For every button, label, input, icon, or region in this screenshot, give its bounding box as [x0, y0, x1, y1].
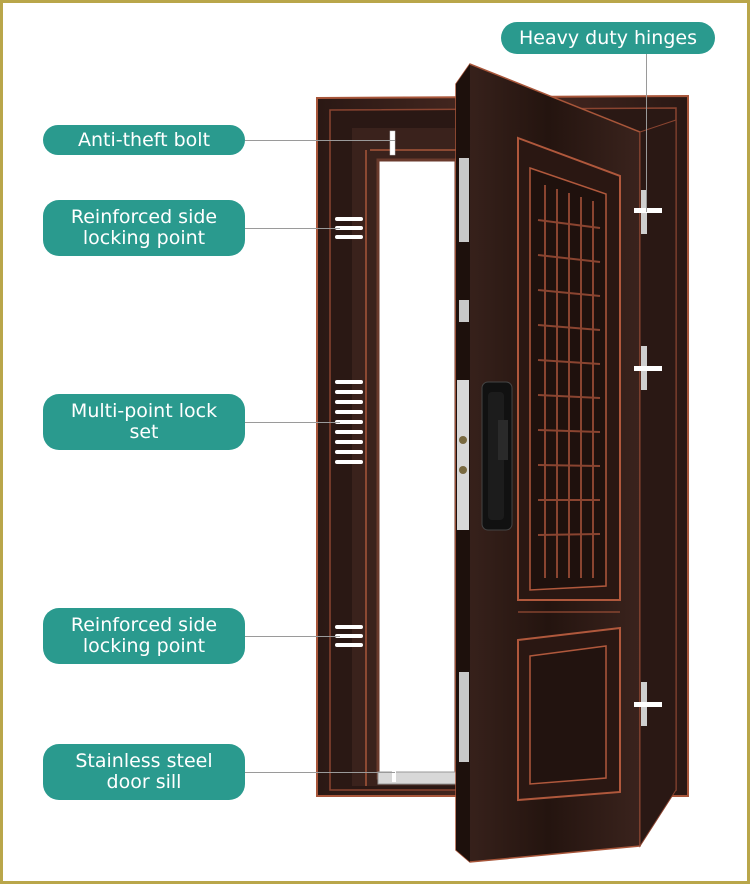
door-sill: [377, 771, 457, 785]
leader-side-bottom: [245, 636, 340, 637]
label-multi-point-lock-set: Multi-point lock set: [43, 394, 245, 450]
leader-bolt: [245, 140, 395, 141]
door-leaf: [455, 63, 641, 863]
leader-side-top: [245, 228, 340, 229]
frame-strike-plates: [335, 217, 363, 647]
label-reinforced-side-locking-point-bottom: Reinforced side locking point: [43, 608, 245, 664]
decorative-grille: [537, 185, 601, 578]
right-jamb: [639, 119, 677, 848]
leader-hinges: [646, 52, 647, 212]
label-reinforced-side-locking-point-top: Reinforced side locking point: [43, 200, 245, 256]
leader-multipoint: [245, 422, 340, 423]
leader-sill: [245, 772, 395, 773]
anti-theft-bolt: [389, 130, 396, 156]
label-stainless-steel-door-sill: Stainless steel door sill: [43, 744, 245, 800]
hinge-group: [634, 190, 662, 726]
label-heavy-duty-hinges: Heavy duty hinges: [501, 22, 715, 54]
label-anti-theft-bolt: Anti-theft bolt: [43, 125, 245, 155]
